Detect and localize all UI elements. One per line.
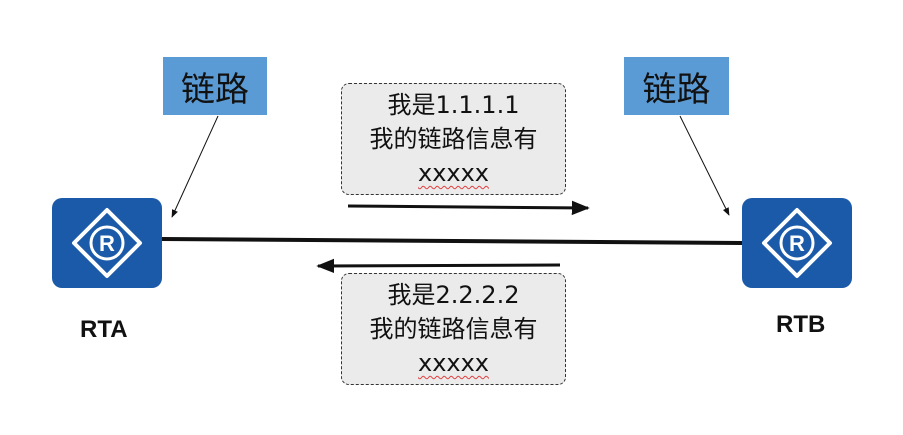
link-tag-left: 链路 [163,57,267,115]
message-box-rta: 我是1.1.1.1 我的链路信息有 xxxxx [341,83,566,195]
router-rta-label: RTA [80,316,128,343]
router-rtb: R [742,198,852,288]
router-icon: R [72,208,142,278]
bottom-direction-arrow [316,258,561,274]
router-icon: R [762,208,832,278]
left-tag-pointer [171,115,219,218]
router-link-line [161,237,743,245]
message-rta-line3: xxxxx [417,159,489,187]
router-rta: R [52,198,162,288]
message-rtb-line1: 我是2.2.2.2 [387,281,520,309]
top-direction-arrow [347,200,590,216]
message-rta-line1: 我是1.1.1.1 [387,91,520,119]
svg-text:R: R [99,231,115,256]
link-tag-right: 链路 [624,57,729,115]
router-rtb-label: RTB [776,311,826,338]
message-rtb-line3: xxxxx [417,349,489,377]
svg-text:R: R [789,231,805,256]
right-tag-pointer [679,115,730,216]
link-tag-left-label: 链路 [181,69,249,110]
message-rtb-line2: 我的链路信息有 [369,315,538,343]
link-tag-right-label: 链路 [642,69,711,110]
message-rta-line2: 我的链路信息有 [369,125,538,153]
message-box-rtb: 我是2.2.2.2 我的链路信息有 xxxxx [341,273,566,385]
